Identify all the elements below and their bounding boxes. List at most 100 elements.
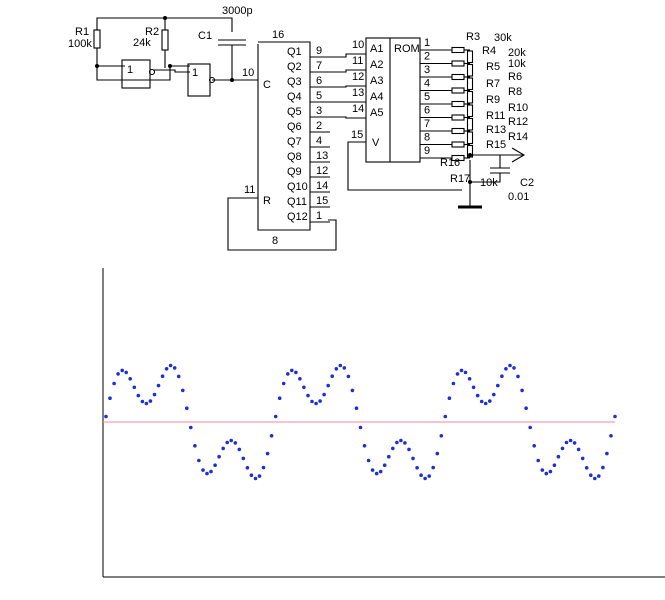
waveform-point — [221, 446, 225, 451]
waveform-point — [132, 385, 137, 390]
waveform-point — [193, 444, 197, 448]
waveform-point — [176, 374, 181, 379]
waveform-series — [104, 363, 617, 481]
waveform-point — [144, 401, 149, 406]
waveform-point — [229, 438, 233, 443]
waveform-point — [584, 466, 589, 470]
waveform-point — [261, 465, 266, 470]
waveform-point — [237, 447, 242, 452]
counter-output-label: Q9 — [287, 166, 302, 178]
waveform-point — [358, 425, 363, 430]
waveform-point — [609, 434, 613, 438]
resistor-label: R13 — [486, 124, 506, 136]
waveform-point — [500, 374, 504, 379]
waveform-point — [524, 406, 528, 411]
rom-input-label: A3 — [370, 75, 383, 87]
counter-pin-number: 1 — [316, 210, 322, 222]
waveform-point — [423, 476, 427, 481]
waveform-point — [451, 381, 456, 386]
waveform-point — [245, 466, 250, 470]
resistor — [466, 90, 474, 104]
waveform-point — [508, 363, 512, 368]
waveform-point — [528, 425, 532, 430]
waveform-point — [483, 401, 488, 406]
waveform-point — [580, 456, 585, 461]
waveform-point — [605, 451, 609, 456]
svg-text:1: 1 — [127, 64, 133, 76]
waveform-point — [277, 396, 282, 401]
waveform-point — [572, 441, 577, 445]
rom-input-label: A2 — [370, 59, 383, 71]
svg-text:1: 1 — [192, 67, 198, 79]
counter-output-label: Q10 — [287, 181, 308, 193]
waveform-point — [391, 446, 395, 451]
resistor-label: R10 — [508, 102, 528, 114]
waveform-point — [532, 444, 536, 448]
waveform-point — [589, 473, 593, 478]
waveform-point — [342, 366, 347, 370]
resistor — [466, 50, 474, 64]
rom-data-pin: 8 — [424, 132, 430, 144]
resistor-label: R11 — [486, 110, 505, 122]
waveform-point — [290, 368, 294, 373]
resistor — [466, 131, 474, 145]
resistor-label: R17 — [450, 173, 470, 185]
waveform-point — [479, 399, 484, 404]
resistor-label: R15 — [486, 139, 506, 151]
waveform-point — [504, 367, 508, 371]
rom-input-pin: 10 — [352, 39, 364, 51]
waveform-point — [540, 468, 545, 472]
counter-chip: 16 8 C R — [257, 29, 311, 247]
waveform-point — [273, 414, 278, 419]
counter-pin-number: 4 — [316, 135, 322, 147]
rom-input-pin: 13 — [352, 87, 364, 99]
resistor-value-labels: 30k 20k 10k 10k — [480, 32, 526, 189]
waveform-point — [213, 463, 217, 468]
waveform-point — [120, 368, 124, 373]
waveform-point — [326, 383, 331, 388]
rom-data-pin: 4 — [424, 78, 430, 90]
waveform-point — [370, 468, 375, 472]
waveform-point — [168, 363, 173, 368]
waveform-point — [568, 438, 573, 443]
svg-text:C: C — [263, 79, 271, 91]
waveform-point — [597, 474, 601, 478]
waveform-point — [104, 414, 108, 419]
counter-pin-number: 14 — [316, 180, 328, 192]
rom-data-pin: 5 — [424, 91, 430, 103]
resistor-label: R5 — [486, 61, 500, 73]
r1-value: 100k — [68, 38, 92, 50]
resistor — [451, 141, 465, 148]
waveform-point — [435, 451, 440, 456]
waveform-point — [298, 377, 302, 381]
waveform-point — [269, 434, 274, 438]
waveform-point — [338, 363, 343, 368]
waveform-point — [205, 471, 209, 476]
waveform-point — [136, 393, 141, 398]
waveform-point — [306, 393, 310, 398]
counter-output-label: Q8 — [287, 151, 302, 163]
waveform-point — [217, 454, 221, 459]
waveform-point — [281, 381, 286, 386]
svg-text:16: 16 — [272, 29, 284, 41]
counter-pin-number: 2 — [316, 120, 322, 132]
counter-pin-number: 12 — [316, 165, 328, 177]
waveform-point — [249, 473, 254, 478]
waveform-point — [233, 441, 238, 445]
counter-pin-number: 5 — [316, 90, 322, 102]
waveform-point — [346, 374, 351, 379]
waveform-point — [512, 366, 516, 370]
waveform-point — [403, 441, 407, 445]
pin-10-label: 10 — [242, 67, 254, 79]
resistor — [466, 77, 474, 91]
resistor — [466, 117, 474, 131]
rom-input-label: A5 — [370, 107, 383, 119]
svg-text:8: 8 — [272, 235, 278, 247]
counter-pin-number: 15 — [316, 195, 328, 207]
counter-output-label: Q4 — [287, 91, 302, 103]
waveform-point — [294, 370, 298, 375]
resistor — [451, 114, 465, 121]
